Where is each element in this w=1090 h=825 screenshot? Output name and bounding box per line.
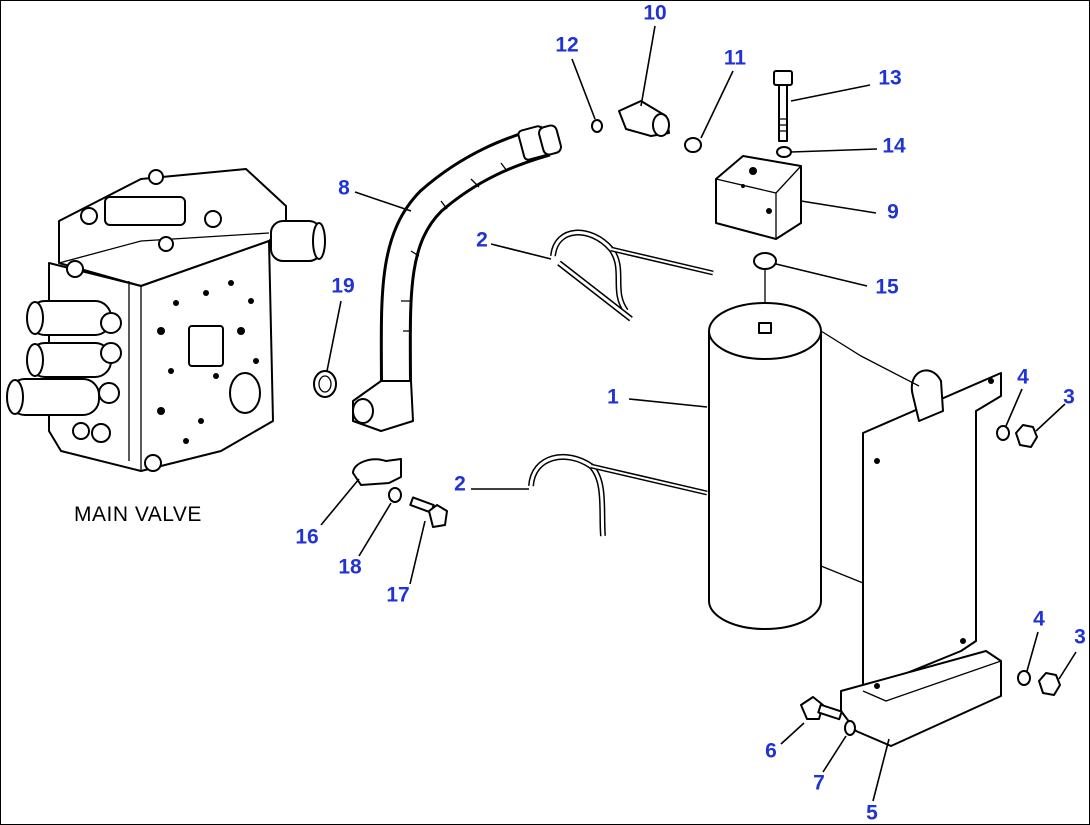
- callout-2-bottom: 2: [454, 473, 466, 496]
- washer-18: [388, 487, 402, 503]
- washer-4-bottom: [1017, 670, 1031, 686]
- callout-18: 18: [338, 556, 362, 579]
- main-valve: [6, 168, 326, 472]
- callout-19: 19: [331, 275, 354, 298]
- block-9: [715, 155, 802, 240]
- o-ring-11: [684, 137, 702, 153]
- callout-3-top: 3: [1063, 386, 1075, 409]
- nut-3-top: [1015, 424, 1038, 448]
- hose-8: [352, 124, 562, 432]
- solenoids: [6, 260, 162, 472]
- o-ring-19: [313, 370, 337, 398]
- washer-15: [753, 252, 777, 270]
- plug-12: [591, 119, 603, 133]
- clamp-16: [352, 458, 402, 486]
- washer-14: [776, 146, 792, 158]
- cable-2-bottom: [528, 454, 708, 537]
- nut-3-bottom: [1038, 672, 1061, 696]
- callout-14: 14: [882, 135, 906, 158]
- callout-10: 10: [643, 2, 666, 25]
- callout-7: 7: [813, 772, 825, 795]
- callout-4-top: 4: [1017, 366, 1029, 389]
- callout-13: 13: [878, 67, 901, 90]
- callout-17: 17: [386, 584, 409, 607]
- callout-6: 6: [765, 740, 777, 763]
- bolt-6: [800, 696, 843, 721]
- elbow-fitting-10: [618, 100, 670, 137]
- accumulator-1: [708, 302, 822, 630]
- callout-labels: 1 2 2 3 3 4 4 5 6 7 8 9 10 11 12 13 14 1…: [295, 2, 1086, 824]
- washer-7: [844, 720, 856, 736]
- callout-12: 12: [555, 34, 578, 57]
- callout-16: 16: [295, 526, 318, 549]
- callout-2-top: 2: [476, 229, 488, 252]
- callout-9: 9: [887, 201, 899, 224]
- callout-3-bottom: 3: [1074, 626, 1086, 649]
- callout-5: 5: [866, 802, 878, 824]
- leader-lines: [320, 25, 1077, 802]
- bolt-17: [409, 496, 448, 528]
- callout-15: 15: [875, 276, 899, 299]
- callout-8: 8: [338, 177, 350, 200]
- callout-1: 1: [607, 386, 619, 409]
- bracket-5: [820, 330, 1002, 747]
- callout-11: 11: [724, 47, 747, 70]
- callout-4-bottom: 4: [1033, 608, 1045, 631]
- main-valve-caption: MAIN VALVE: [74, 503, 202, 526]
- cable-2-top: [550, 229, 714, 322]
- bolt-13: [773, 70, 793, 142]
- washer-4-top: [996, 425, 1010, 441]
